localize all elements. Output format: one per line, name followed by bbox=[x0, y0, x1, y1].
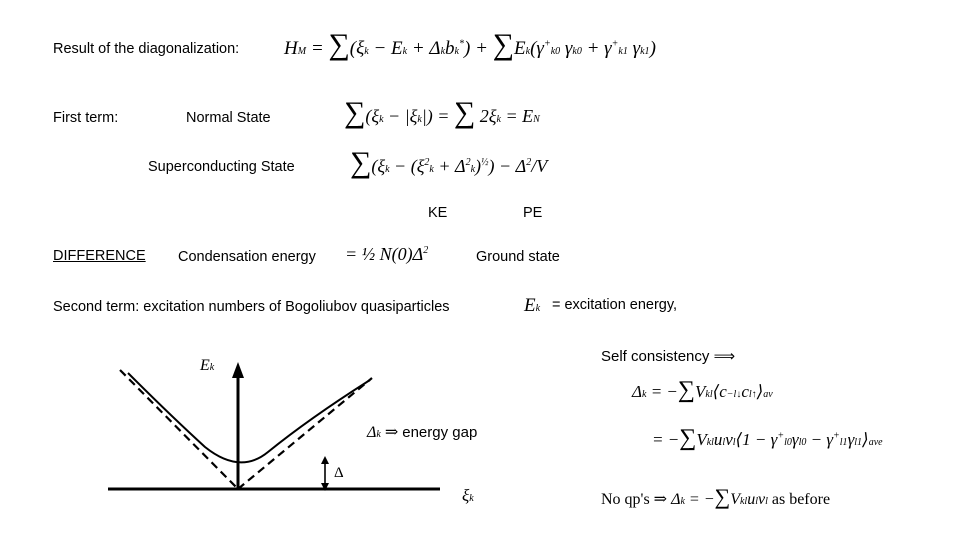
superconducting-state-body: (ξk − (ξ2k + Δ2k)½) − Δ2/V bbox=[371, 156, 548, 176]
dispersion-curve bbox=[127, 372, 371, 464]
sum-symbol: ∑ bbox=[328, 28, 350, 61]
x-axis-label: ξk bbox=[462, 486, 474, 505]
second-term-label: Second term: excitation numbers of Bogol… bbox=[53, 299, 450, 315]
no-qp-label: No qp's bbox=[601, 491, 650, 508]
condensation-energy-label: Condensation energy bbox=[178, 249, 316, 265]
implies-arrow-icon: ⟹ bbox=[713, 348, 736, 365]
gap-symbol-label: Δ bbox=[334, 465, 344, 481]
sum-symbol: ∑ bbox=[344, 96, 366, 129]
difference-label: DIFFERENCE bbox=[53, 248, 146, 264]
right-asymptote bbox=[237, 377, 373, 490]
self-consistency-text: Self consistency bbox=[601, 348, 710, 365]
excitation-energy-symbol: Ek bbox=[524, 295, 541, 316]
excitation-energy-label: = excitation energy, bbox=[552, 297, 678, 313]
first-term-label: First term: bbox=[53, 110, 119, 126]
hamiltonian-first-part: (ξk − Ek + Δkbk*) + bbox=[349, 38, 493, 59]
gap-arrow-down-icon bbox=[321, 483, 329, 491]
y-axis-label: Ek bbox=[200, 357, 215, 374]
normal-state-lhs: (ξk − |ξk|) = bbox=[365, 106, 454, 126]
sum-symbol: ∑ bbox=[679, 425, 697, 451]
gap-arrow-up-icon bbox=[321, 456, 329, 464]
ke-label: KE bbox=[428, 205, 448, 221]
hamiltonian-second-part: Ek(γ+k0 γk0 + γ+k1 γk1) bbox=[514, 38, 656, 59]
left-asymptote bbox=[119, 369, 239, 490]
self-consistency-equation-2: = −∑Vklulvl⟨1 − γ+l0γl0 − γ+l1γl1⟩ave bbox=[652, 425, 883, 451]
pe-label: PE bbox=[523, 205, 543, 221]
y-axis-arrowhead bbox=[232, 362, 244, 378]
superconducting-state-label: Superconducting State bbox=[148, 159, 295, 175]
hamiltonian-lhs: HM = bbox=[284, 38, 329, 59]
no-qp-expression: ⇒ Δk = −∑Vklulvl bbox=[653, 484, 768, 509]
self-consistency-label: Self consistency ⟹ bbox=[601, 349, 735, 364]
self-consistency-equation-1: Δk = −∑Vkl⟨c−l↓cl↑⟩av bbox=[632, 377, 773, 403]
sum-symbol: ∑ bbox=[453, 96, 476, 129]
energy-gap-label: energy gap bbox=[402, 424, 478, 441]
no-qp-equation: No qp's ⇒ Δk = −∑Vklulvl as before bbox=[601, 486, 830, 508]
sum-symbol: ∑ bbox=[677, 377, 695, 403]
sum-symbol: ∑ bbox=[714, 484, 731, 509]
normal-state-label: Normal State bbox=[186, 110, 271, 126]
gap-definition: Δk ⇒ energy gap bbox=[367, 424, 478, 441]
ground-state-label: Ground state bbox=[476, 249, 560, 265]
sum-symbol: ∑ bbox=[492, 28, 515, 61]
as-before-label: as before bbox=[771, 491, 831, 508]
normal-state-equation: ∑(ξk − |ξk|) = ∑ 2ξk = EN bbox=[344, 98, 540, 128]
normal-state-rhs: 2ξk = EN bbox=[475, 106, 540, 126]
superconducting-state-equation: ∑(ξk − (ξ2k + Δ2k)½) − Δ2/V bbox=[350, 148, 547, 178]
condensation-expression: = ½ N(0)Δ2 bbox=[345, 244, 429, 264]
condensation-equation: = ½ N(0)Δ2 bbox=[345, 245, 428, 263]
sum-symbol: ∑ bbox=[350, 146, 372, 179]
result-label: Result of the diagonalization: bbox=[53, 41, 240, 57]
hamiltonian-equation: HM = ∑(ξk − Ek + Δkbk*) + ∑Ek(γ+k0 γk0 +… bbox=[284, 30, 656, 60]
